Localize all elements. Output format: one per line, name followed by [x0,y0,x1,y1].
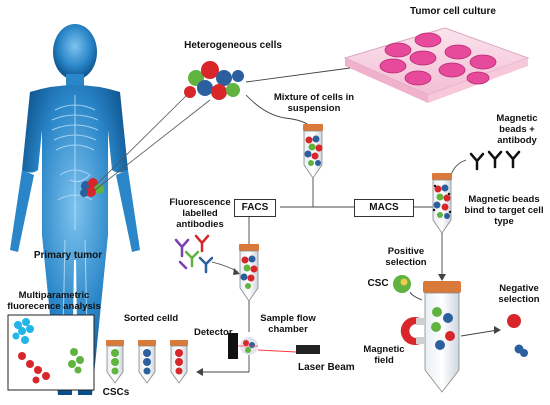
facs-tube [239,244,259,302]
mixture-tube [303,124,323,179]
macs-binding-tube [432,173,452,234]
human-body-figure [10,24,140,395]
mixture-label: Mixture of cells in suspension [273,92,355,114]
laser-device [296,345,320,354]
bind-target-label: Magnetic beads bind to target cell type [464,194,544,227]
tumor-culture-label: Tumor cell culture [410,6,496,17]
fluorescent-antibodies-label: Fluorescence labelled antibodies [169,197,231,230]
flow-chamber [238,337,258,355]
flow-chamber-label: Sample flow chamber [260,313,316,335]
facs-box: FACS [234,199,276,217]
sorted-tube-red [170,340,188,384]
cscs-label: CSCs [102,387,130,398]
csc-label: CSC [367,278,389,289]
macs-separation-tube [423,281,461,393]
magnet-icon [400,317,424,345]
fluorescent-antibody-icons [174,234,214,274]
magnetic-field-label: Magnetic field [363,344,405,366]
magnetic-beads-label: Magnetic beads + antibody [496,113,538,146]
negative-cell-red [507,314,521,328]
negative-cell-blue [514,344,528,357]
detector-label: Detector [194,327,233,338]
primary-tumor-label: Primary tumor [33,250,103,261]
detector-block [228,333,238,359]
analysis-dots [12,318,84,384]
primary-tumor-mass [80,178,104,197]
antibody-bead-icons [469,150,521,171]
macs-box: MACS [354,199,414,217]
culture-plate [343,27,530,103]
positive-selection-label: Positive selection [385,246,427,268]
sorted-cells-label: Sorted celld [123,313,179,324]
heterogeneous-cells-cluster [184,61,244,100]
multiparametric-label: Multiparametric fluorecence analysis [7,290,101,312]
sorted-tube-csc [106,340,124,384]
sorted-tube-blue [138,340,156,384]
heterogeneous-cells-label: Heterogeneous cells [184,40,282,51]
negative-selection-label: Negative selection [498,283,540,305]
laser-beam-label: Laser Beam [298,362,355,373]
